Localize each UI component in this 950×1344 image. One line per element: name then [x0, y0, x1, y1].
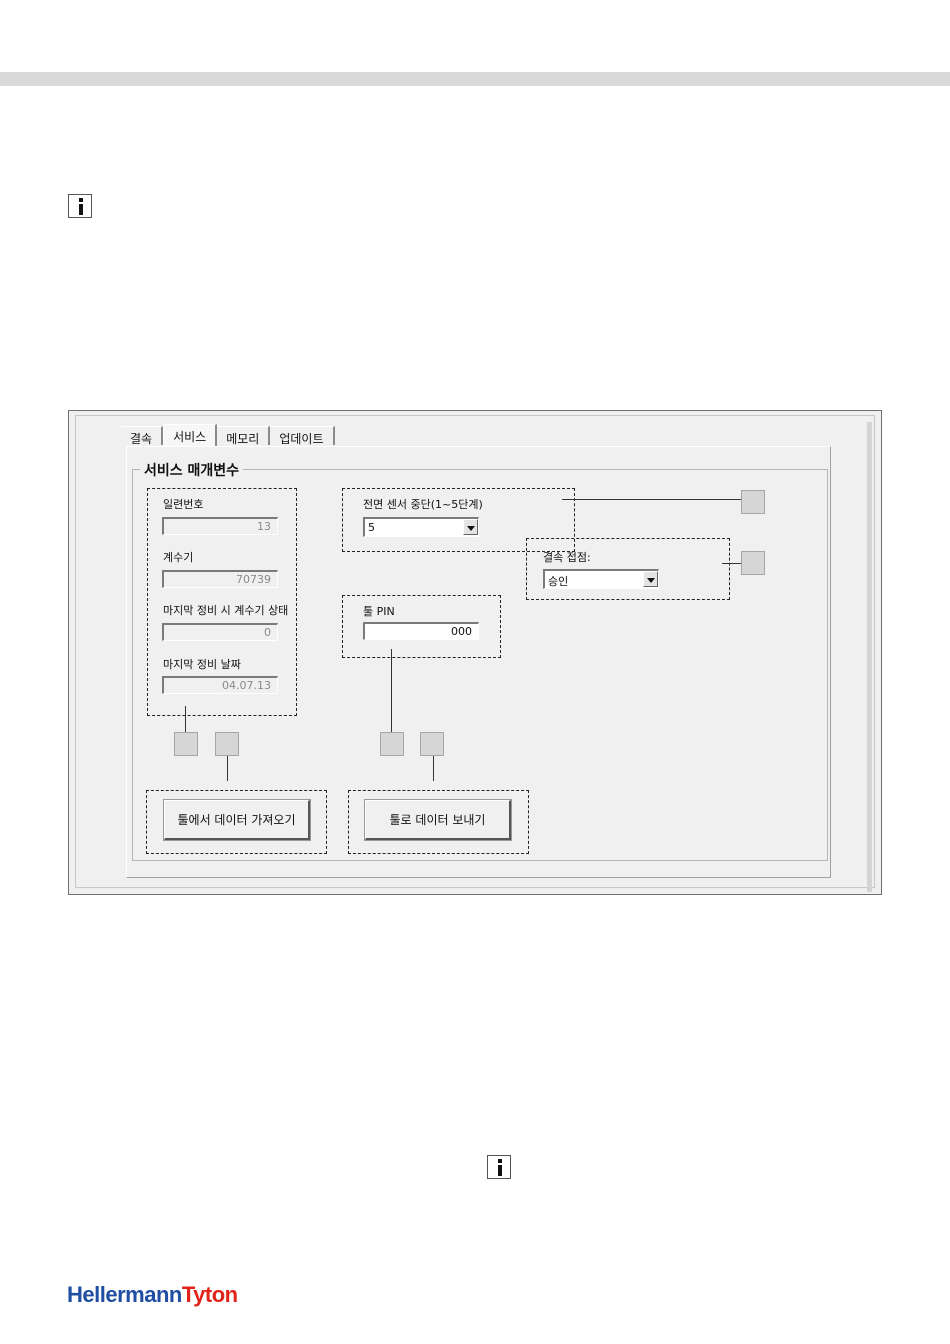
callout-box [741, 490, 765, 514]
tab-memory[interactable]: 메모리 [217, 426, 270, 445]
group-title: 서비스 매개변수 [140, 460, 243, 480]
last-service-counter-label: 마지막 정비 시 계수기 상태 [163, 602, 288, 618]
tie-contact-label: 결속 접점: [543, 549, 591, 565]
front-sensor-label: 전면 센서 중단(1~5단계) [363, 496, 483, 512]
counter-field: 70739 [162, 570, 278, 588]
chevron-down-icon[interactable] [643, 571, 658, 587]
callout-line [722, 563, 741, 564]
tab-bar: 결속 서비스 메모리 업데이트 [121, 426, 335, 448]
info-icon [487, 1155, 511, 1179]
last-service-date-label: 마지막 정비 날짜 [163, 656, 241, 672]
software-screenshot: 결속 서비스 메모리 업데이트 서비스 매개변수 일련번호 13 계수기 707… [68, 410, 882, 895]
callout-line [391, 649, 392, 732]
last-service-date-field: 04.07.13 [162, 676, 278, 694]
logo-part-1: Hellermann [67, 1282, 182, 1307]
front-sensor-value: 5 [368, 521, 375, 534]
serial-label: 일련번호 [163, 496, 203, 512]
logo-part-2: Tyton [182, 1282, 238, 1307]
tab-update[interactable]: 업데이트 [270, 426, 334, 445]
callout-box [420, 732, 444, 756]
info-icon [68, 194, 92, 218]
tab-binding[interactable]: 결속 [121, 426, 163, 445]
callout-box [380, 732, 404, 756]
header-bar [0, 72, 950, 86]
brand-logo: HellermannTyton [67, 1282, 238, 1308]
window-border [867, 422, 872, 892]
callout-box [174, 732, 198, 756]
last-service-counter-field: 0 [162, 623, 278, 641]
callout-line [433, 756, 434, 781]
serial-field: 13 [162, 517, 278, 535]
callout-line [227, 756, 228, 781]
dialog-window: 결속 서비스 메모리 업데이트 서비스 매개변수 일련번호 13 계수기 707… [75, 415, 875, 888]
front-sensor-select[interactable]: 5 [363, 517, 479, 537]
tie-contact-value: 승인 [548, 575, 568, 588]
service-panel: 서비스 매개변수 일련번호 13 계수기 70739 마지막 정비 시 계수기 … [126, 446, 831, 878]
tie-contact-select[interactable]: 승인 [543, 569, 659, 589]
service-parameters-group: 서비스 매개변수 일련번호 13 계수기 70739 마지막 정비 시 계수기 … [132, 469, 828, 861]
callout-line [562, 499, 741, 500]
get-data-button[interactable]: 툴에서 데이터 가져오기 [164, 800, 310, 840]
tool-pin-label: 툴 PIN [363, 603, 395, 619]
tool-pin-input[interactable]: 000 [363, 622, 479, 640]
send-data-button[interactable]: 툴로 데이터 보내기 [365, 800, 511, 840]
callout-box [215, 732, 239, 756]
tab-service[interactable]: 서비스 [163, 424, 217, 446]
counter-label: 계수기 [163, 549, 193, 565]
callout-box [741, 551, 765, 575]
callout-line [185, 706, 186, 732]
chevron-down-icon[interactable] [463, 519, 478, 535]
